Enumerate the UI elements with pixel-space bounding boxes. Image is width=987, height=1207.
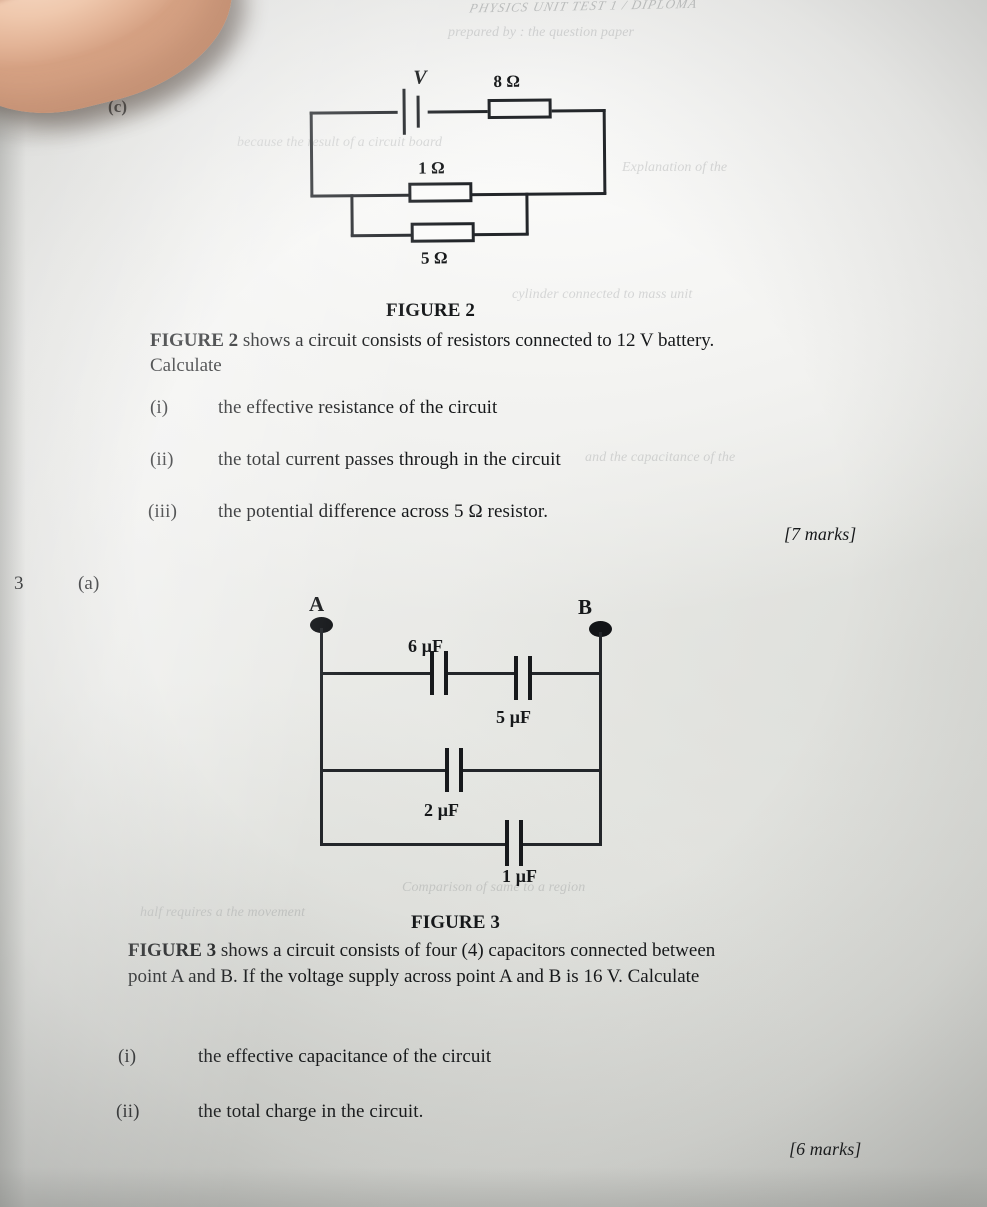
wire-left-rail — [320, 672, 323, 846]
capacitor-1uf-plate-right — [519, 820, 523, 866]
question-part-label: (a) — [78, 573, 100, 594]
figure-2-marks: [7 marks] — [784, 524, 857, 544]
figure-3-item-number: (ii) — [116, 1101, 140, 1122]
figure-3-stem-rest: shows a circuit consists of four (4) cap… — [216, 940, 716, 961]
capacitor-6uf-plate-left — [430, 651, 434, 695]
wire-right-rail — [599, 672, 602, 846]
wire-b-lead — [599, 632, 602, 674]
figure-2-stem-lead: FIGURE 2 — [150, 330, 239, 351]
figure-3-item: (ii) the total charge in the circuit. — [116, 1101, 423, 1123]
capacitor-5uf-plate-left — [514, 656, 518, 700]
figure-2-item-text: the total current passes through in the … — [218, 449, 561, 470]
figure-3-item: (i) the effective capacitance of the cir… — [118, 1046, 491, 1068]
figure-3-item-text: the total charge in the circuit. — [198, 1101, 424, 1122]
figure-3-item-text: the effective capacitance of the circuit — [198, 1046, 492, 1067]
figure-2-item: (iii) the potential difference across 5 … — [148, 501, 548, 523]
showthrough-line: and the capacitance of the — [585, 450, 736, 465]
terminal-a-node — [310, 617, 333, 633]
figure-2-item: (i) the effective resistance of the circ… — [150, 397, 497, 419]
figure-3-circuit-diagram: A B 6 μF 5 μF 2 μF 1 μF — [309, 592, 612, 886]
wire-mid-branch-seg2 — [463, 769, 602, 772]
wire-top-branch-seg3 — [532, 672, 602, 675]
capacitor-5uf-plate-right — [528, 656, 532, 700]
wire-mid-branch-seg1 — [320, 769, 445, 772]
showthrough-line: prepared by : the question paper — [448, 25, 635, 40]
wire-top-branch-seg1 — [320, 672, 430, 675]
figure-2-item-text: the potential difference across 5 Ω resi… — [218, 501, 549, 522]
capacitor-1uf-label: 1 μF — [502, 866, 538, 886]
figure-2-item-number: (iii) — [148, 501, 177, 522]
figure-3-marks: [6 marks] — [789, 1139, 862, 1159]
showthrough-line: half requires a the movement — [140, 905, 306, 920]
capacitor-6uf-plate-right — [444, 651, 448, 695]
capacitor-5uf-label: 5 μF — [496, 707, 532, 727]
figure-2-item-number: (ii) — [150, 449, 174, 470]
figure-3-stem: FIGURE 3 shows a circuit consists of fou… — [128, 938, 918, 990]
wire-bottom-branch-seg2 — [523, 843, 602, 846]
wire-bottom-branch-seg1 — [320, 843, 505, 846]
figure-3-item-number: (i) — [118, 1046, 137, 1067]
terminal-a-label: A — [309, 592, 325, 616]
capacitor-1uf-plate-left — [505, 820, 509, 866]
figure-3-caption: FIGURE 3 — [411, 912, 500, 933]
capacitor-2uf-plate-right — [459, 748, 463, 792]
figure-3-stem-line2: point A and B. If the voltage supply acr… — [128, 966, 700, 987]
question-number: 3 — [14, 573, 24, 594]
capacitor-2uf-label: 2 μF — [424, 800, 460, 820]
capacitor-6uf-label: 6 μF — [408, 636, 444, 656]
figure-2-item-text: the effective resistance of the circuit — [218, 397, 498, 418]
figure-2-stem: FIGURE 2 shows a circuit consists of res… — [150, 328, 910, 378]
capacitor-2uf-plate-left — [445, 748, 449, 792]
figure-2-stem-rest: shows a circuit consists of resistors co… — [238, 330, 715, 351]
figure-2-item-number: (i) — [150, 397, 169, 418]
figure-3-stem-lead: FIGURE 3 — [128, 940, 217, 961]
showthrough-line: because the result of a circuit board — [237, 135, 443, 150]
wire-a-lead — [320, 628, 323, 674]
terminal-b-node — [589, 621, 612, 637]
showthrough-line: Comparison of same to a region — [402, 880, 586, 895]
figure-2-stem-line2: Calculate — [150, 355, 222, 376]
figure-2-item: (ii) the total current passes through in… — [150, 449, 561, 471]
figure-2-caption: FIGURE 2 — [386, 300, 475, 321]
showthrough-line: cylinder connected to mass unit — [512, 287, 693, 302]
wire-top-branch-seg2 — [448, 672, 514, 675]
terminal-b-label: B — [578, 595, 593, 619]
showthrough-line: Explanation of the — [622, 160, 728, 175]
